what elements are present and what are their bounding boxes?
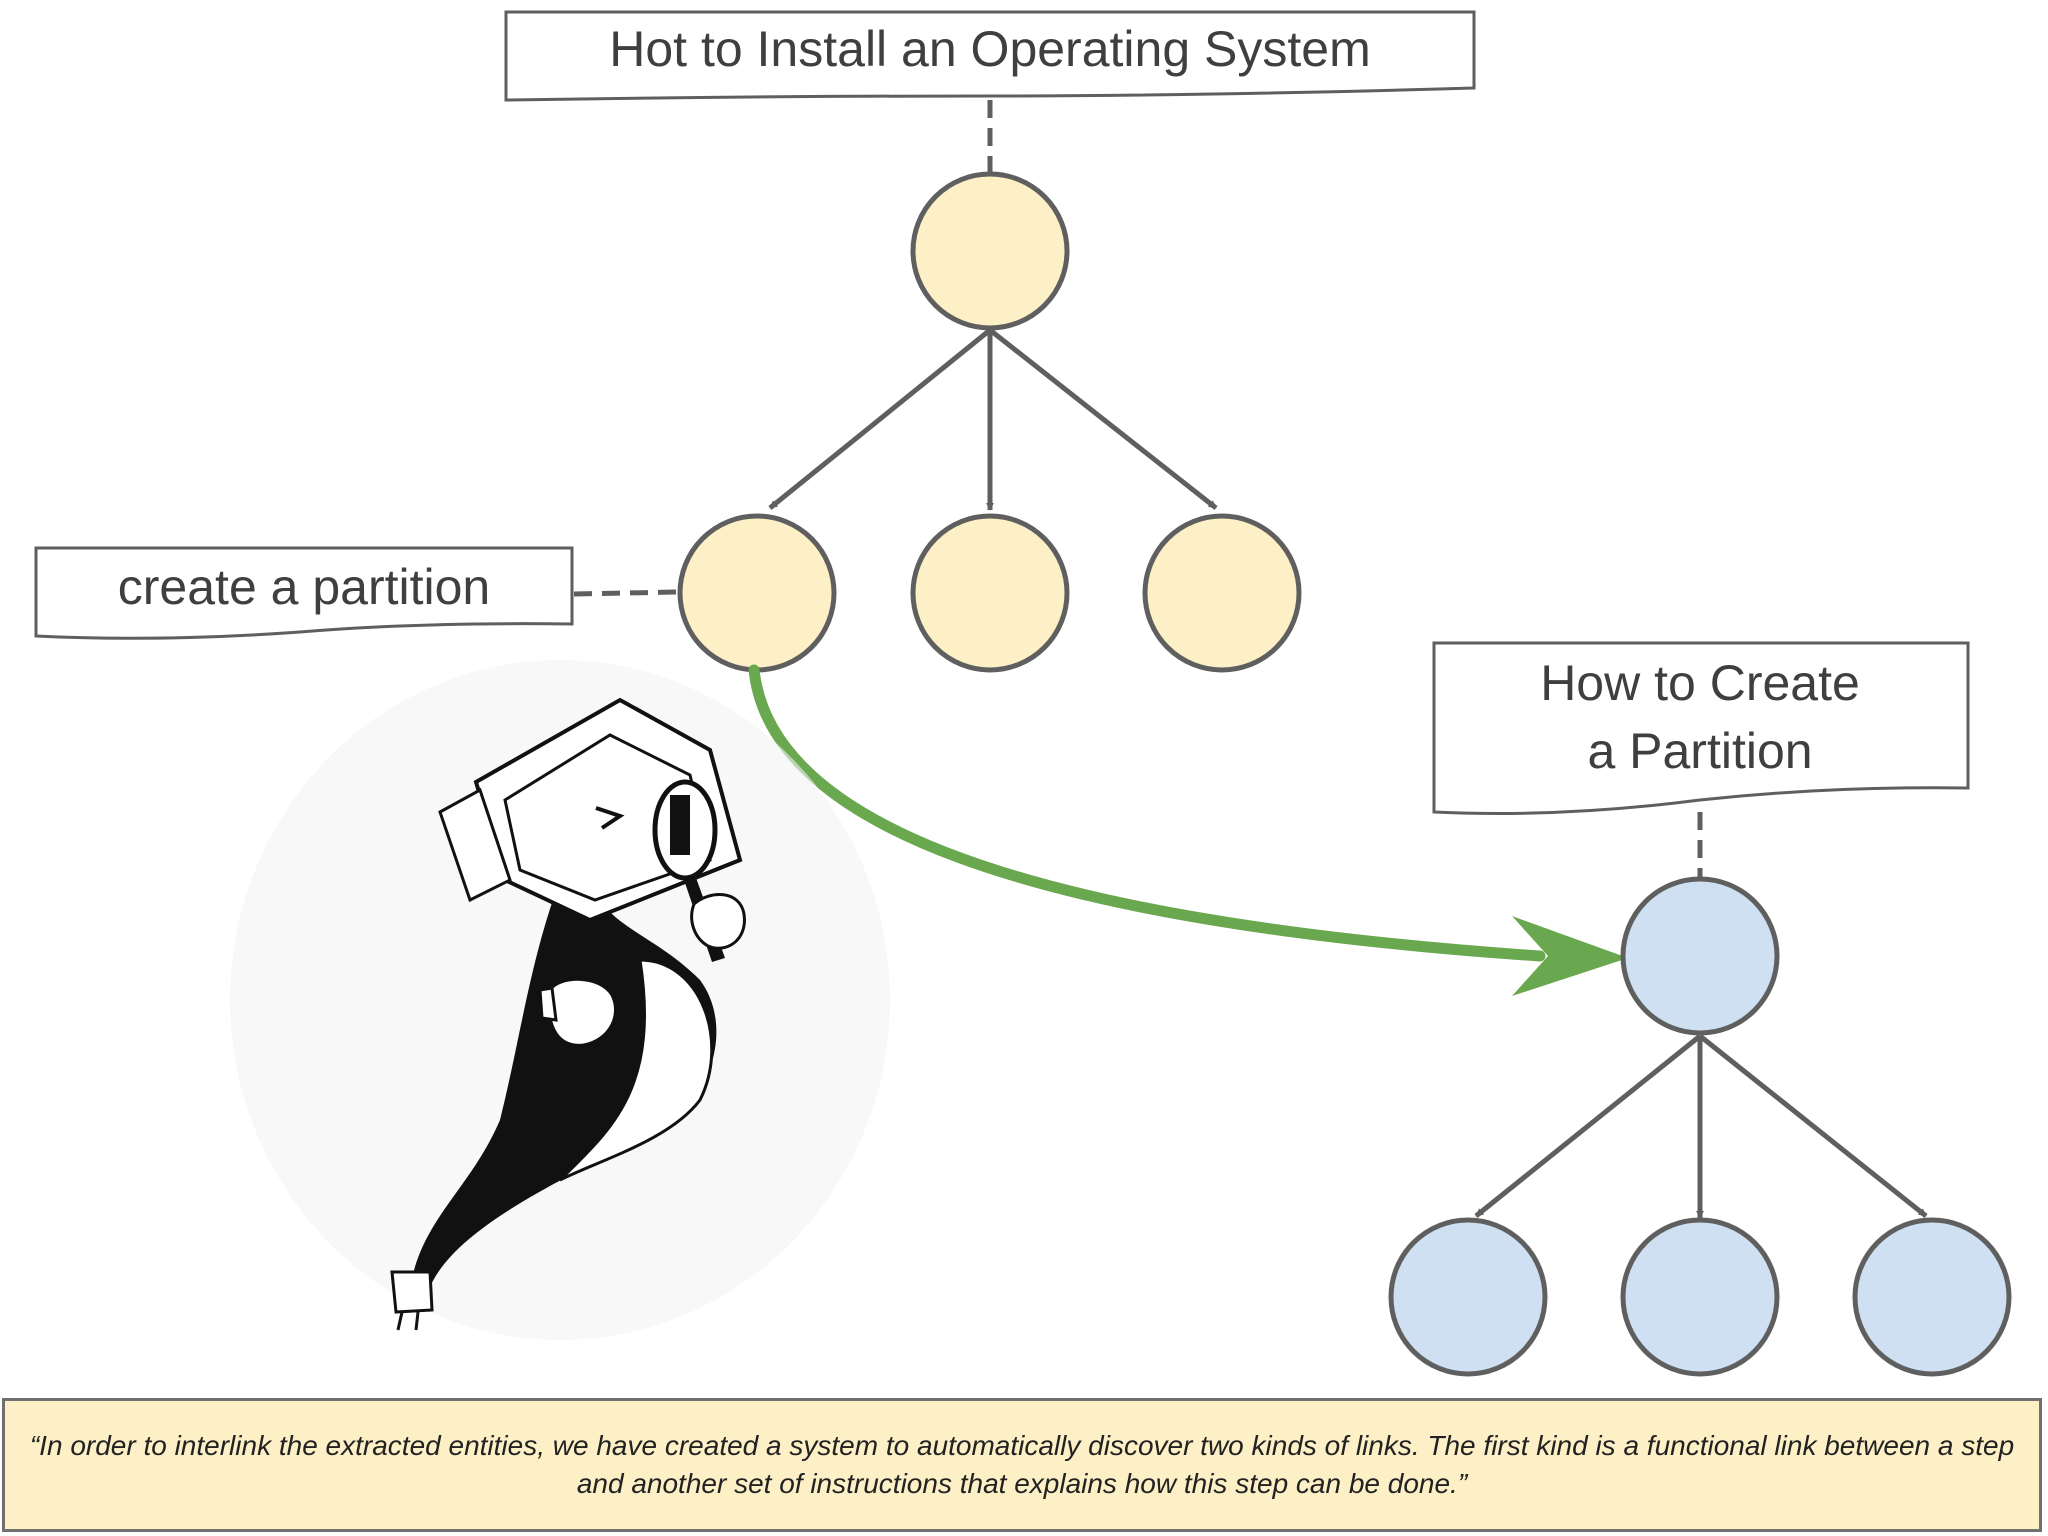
arrow-linked-to-child-1	[1474, 1034, 1702, 1218]
linked-title-line2: a Partition	[1587, 723, 1812, 779]
arrow-linked-to-child-3	[1698, 1034, 1928, 1218]
functional-link-arrow	[748, 664, 1628, 996]
linked-title-box: How to Create a Partition	[1432, 641, 1970, 815]
top-title-box: Hot to Install an Operating System	[504, 10, 1476, 102]
quote-box: “In order to interlink the extracted ent…	[2, 1398, 2042, 1532]
linked-child-node-2[interactable]	[1620, 1217, 1780, 1377]
step-label-box: create a partition	[34, 546, 574, 640]
top-title-text: Hot to Install an Operating System	[609, 21, 1370, 77]
top-child-node-1[interactable]	[677, 513, 837, 673]
step-label-connector	[573, 589, 679, 597]
top-child-node-3[interactable]	[1142, 513, 1302, 673]
arrow-root-to-child-1	[768, 328, 992, 510]
linked-title-line1: How to Create	[1540, 655, 1860, 711]
linked-child-node-1[interactable]	[1388, 1217, 1548, 1377]
arrow-root-to-child-3	[988, 328, 1218, 510]
monitor-mascot-illustration	[230, 660, 890, 1340]
top-child-node-2[interactable]	[910, 513, 1070, 673]
step-label-text: create a partition	[118, 559, 490, 615]
linked-child-node-3[interactable]	[1852, 1217, 2012, 1377]
quote-text: “In order to interlink the extracted ent…	[29, 1430, 2015, 1499]
bottom-tree-arrows	[1474, 1034, 1928, 1219]
top-tree-arrows	[768, 328, 1218, 511]
top-root-node[interactable]	[910, 171, 1070, 331]
linked-root-node[interactable]	[1620, 876, 1780, 1036]
